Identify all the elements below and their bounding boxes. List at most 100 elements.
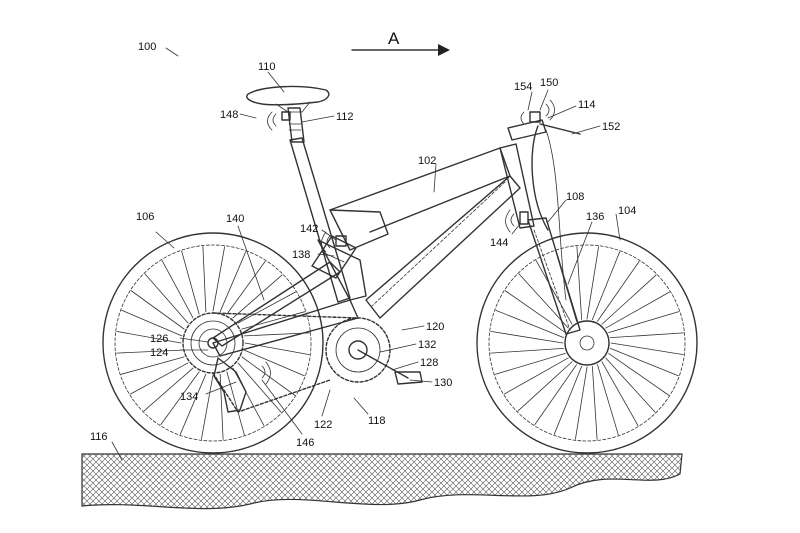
spoke [609, 332, 684, 339]
label-138: 138 [292, 249, 310, 261]
label-122: 122 [314, 419, 332, 431]
rear-wheel [102, 232, 324, 454]
spoke [144, 273, 189, 324]
label-116: 116 [90, 431, 108, 443]
label-100: 100 [138, 41, 156, 53]
label-132: 132 [418, 339, 436, 351]
spoke [237, 362, 282, 413]
label-108: 108 [566, 191, 584, 203]
label-124: 124 [150, 347, 168, 359]
spoke [232, 274, 283, 319]
ground-surface [81, 453, 683, 510]
spoke [219, 373, 224, 440]
spoke [504, 290, 566, 333]
label-146: 146 [296, 437, 314, 449]
spoke [181, 250, 200, 315]
spoke [120, 356, 185, 375]
spoke [517, 361, 573, 412]
label-106: 106 [136, 211, 154, 223]
pedal [394, 371, 423, 385]
spoke [494, 353, 566, 375]
label-142: 142 [300, 223, 318, 235]
spoke [200, 374, 214, 440]
spoke [586, 246, 600, 320]
spoke [490, 330, 564, 344]
spoke [601, 274, 657, 325]
label-110: 110 [258, 61, 276, 73]
spoke [130, 362, 189, 395]
spoke [610, 342, 684, 356]
label-136: 136 [586, 211, 604, 223]
spoke [130, 290, 185, 330]
spoke [601, 361, 639, 426]
handlebar [507, 119, 581, 231]
front-wheel [476, 232, 698, 454]
brake-cable [545, 129, 567, 301]
spoke [608, 311, 680, 333]
spoke [116, 330, 182, 344]
label-118: 118 [368, 415, 386, 427]
spoke [591, 365, 598, 440]
label-128: 128 [420, 357, 438, 369]
label-154: 154 [514, 81, 532, 93]
spoke [143, 367, 194, 412]
spoke [490, 347, 565, 354]
wireless-unit-fork [505, 209, 529, 233]
label-120: 120 [426, 321, 444, 333]
spoke [237, 291, 296, 324]
label-130: 130 [434, 377, 452, 389]
spoke [608, 353, 670, 396]
label-126: 126 [150, 333, 168, 345]
label-150: 150 [540, 77, 558, 89]
label-148: 148 [220, 109, 238, 121]
spoke [591, 251, 621, 321]
front-fork [527, 217, 581, 335]
spoke [202, 246, 207, 313]
label-104: 104 [618, 205, 636, 217]
spoke [219, 251, 247, 313]
spoke [576, 246, 583, 321]
spoke [226, 371, 245, 436]
leader-lines [111, 47, 621, 461]
label-134: 134 [180, 391, 198, 403]
spoke [212, 246, 226, 312]
spoke [535, 260, 573, 325]
frame [212, 137, 535, 357]
spoke [495, 309, 565, 339]
spoke [597, 260, 640, 322]
chain [212, 312, 359, 413]
spoke [605, 291, 670, 329]
spoke [243, 332, 310, 337]
rear-derailleur [213, 357, 247, 413]
direction-label: A [388, 29, 400, 48]
wireless-unit-seatpost [267, 111, 291, 131]
wireless-unit-derailleur [261, 361, 271, 385]
spoke [504, 357, 569, 395]
spoke [244, 342, 310, 356]
wireless-unit-shock [321, 231, 347, 253]
wireless-unit-handlebar [520, 99, 555, 125]
spoke [116, 349, 183, 354]
spoke [553, 365, 583, 435]
spoke [160, 371, 200, 426]
label-152: 152 [602, 121, 620, 133]
spoke [243, 349, 305, 377]
label-114: 114 [578, 99, 596, 111]
seatpost [287, 107, 305, 143]
spoke [161, 260, 194, 319]
spoke [121, 309, 183, 337]
spoke [597, 364, 619, 436]
spoke [518, 273, 569, 329]
crank-arm [357, 349, 409, 379]
front-brake-rotor [564, 320, 610, 366]
spoke [534, 364, 577, 426]
label-140: 140 [226, 213, 244, 225]
label-144: 144 [490, 237, 508, 249]
spoke [609, 347, 679, 377]
rear-shock [311, 235, 357, 279]
spoke [574, 366, 588, 440]
label-112: 112 [336, 111, 354, 123]
direction-arrow [351, 44, 450, 56]
